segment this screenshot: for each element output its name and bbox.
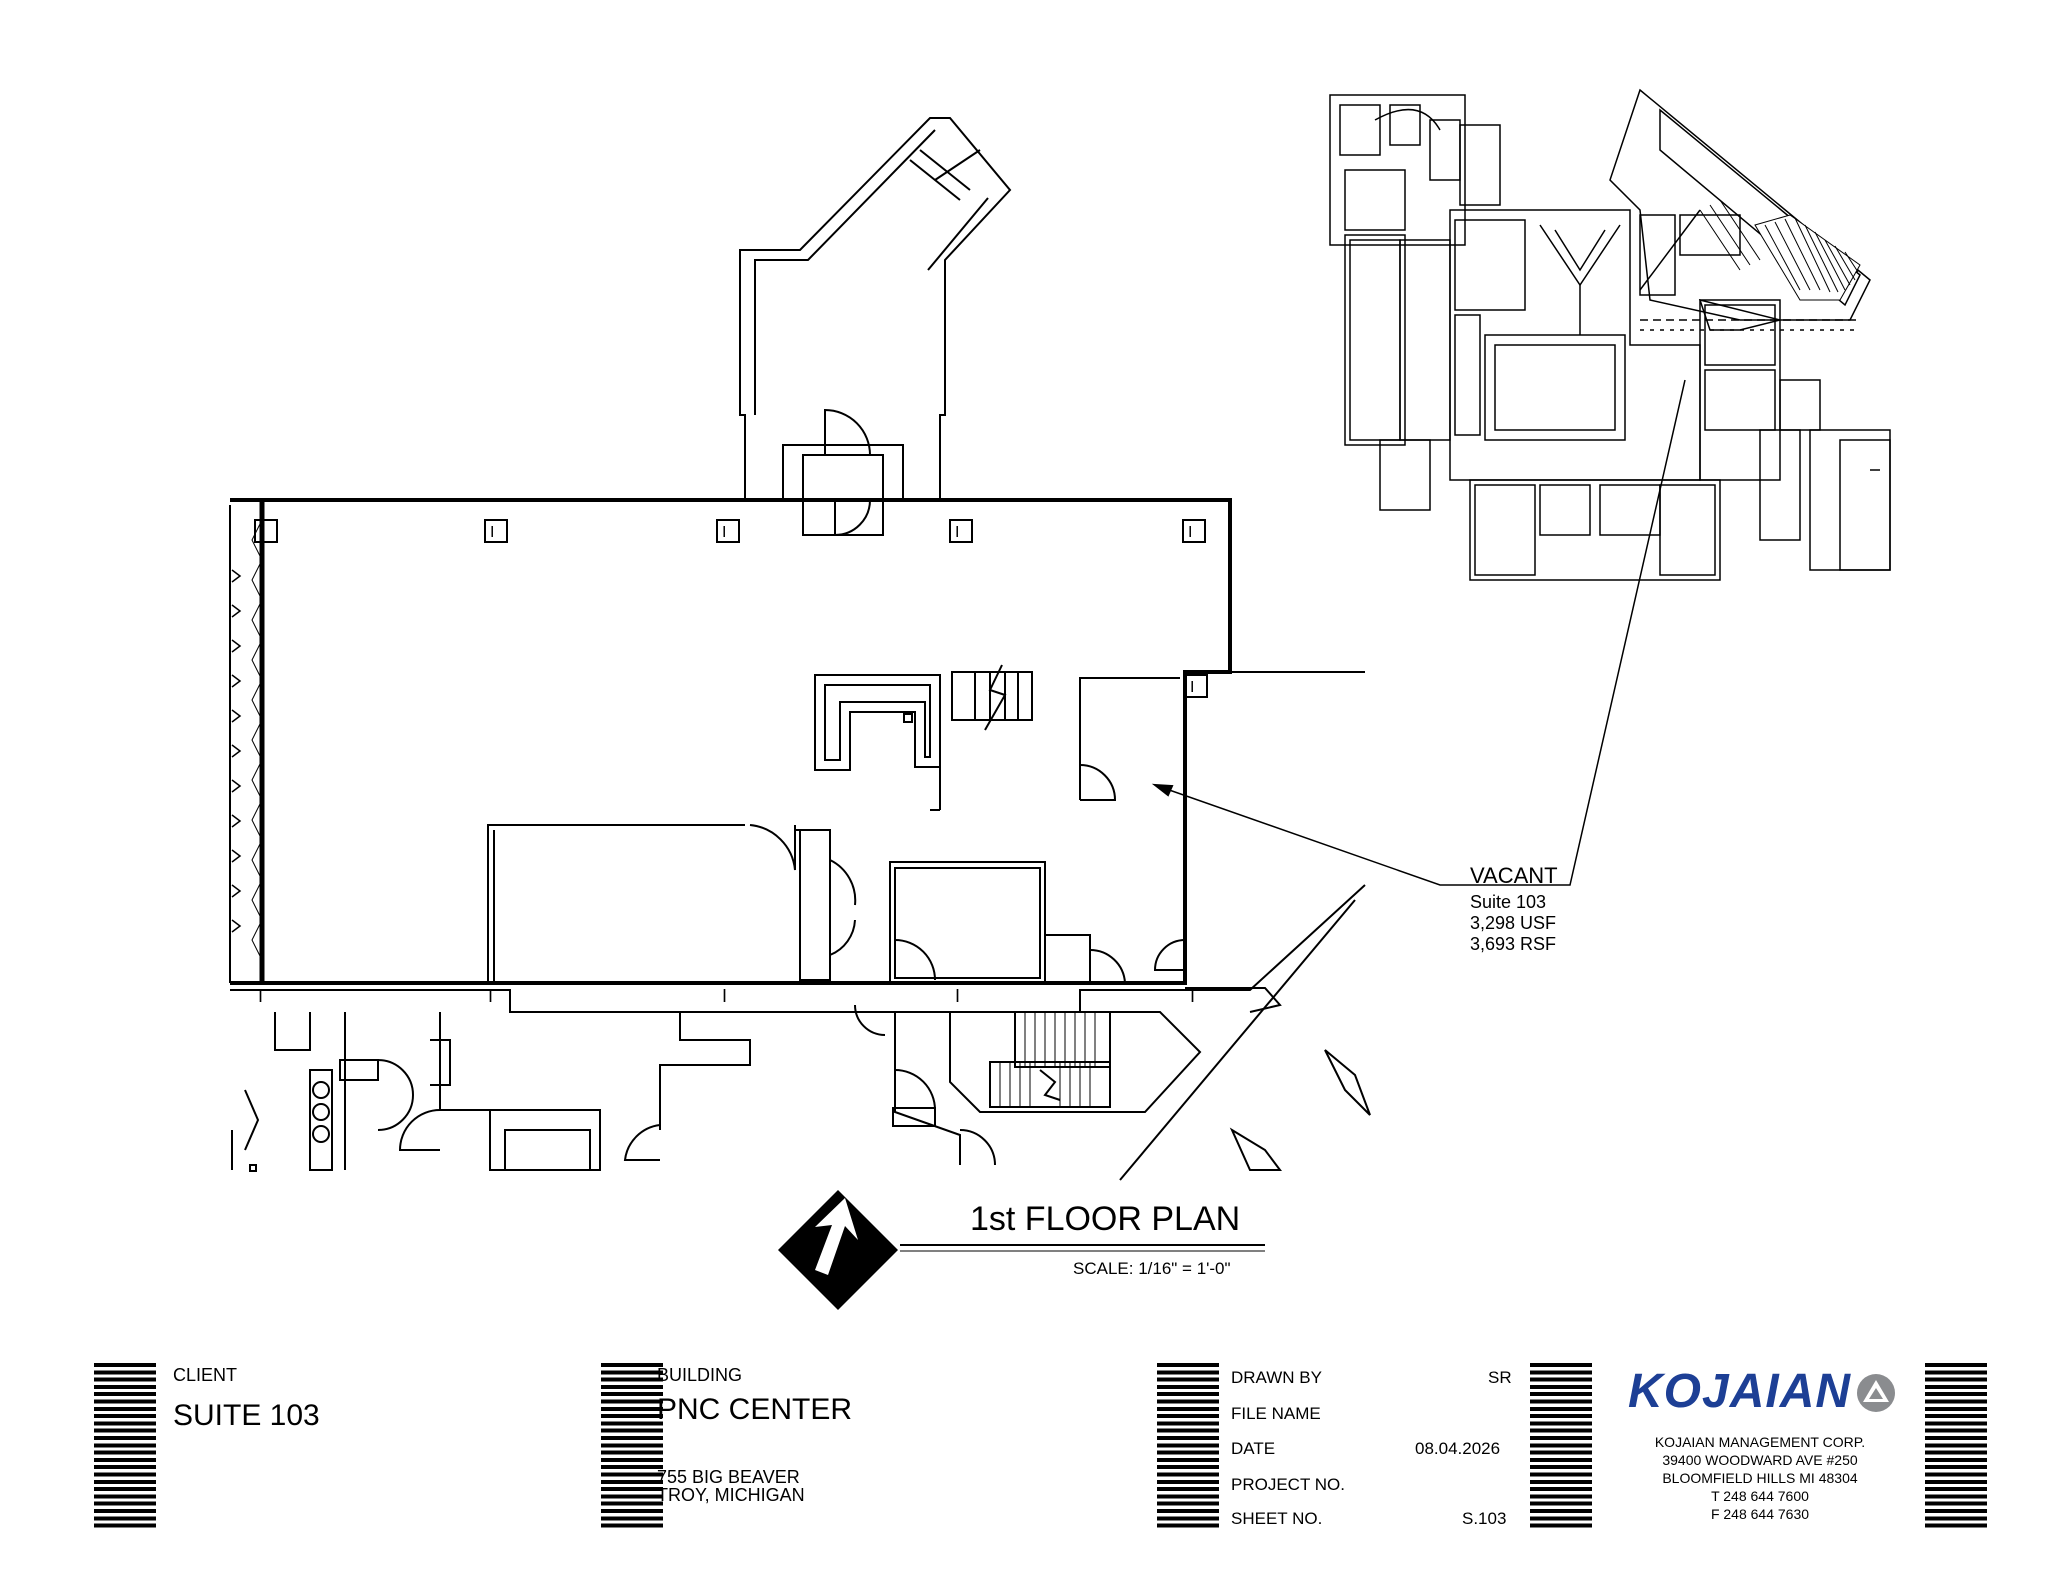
planter-2 [1229,1127,1282,1171]
callout-rsf: 3,693 RSF [1470,934,1557,954]
west-windows [231,519,263,961]
svg-text:I: I [955,524,959,541]
office-center [889,861,1046,983]
barcode-stripe [1530,1363,1592,1528]
entrance-vestibule [782,444,904,501]
project-no-label: PROJECT NO. [1231,1475,1345,1494]
svg-text:I: I [955,986,960,1006]
company-fax: F 248 644 7630 [1710,1506,1810,1522]
barcode-stripe [1925,1363,1987,1528]
plan-title: 1st FLOOR PLAN [970,1200,1241,1238]
barcode-stripe [94,1363,156,1528]
callout-suite: Suite 103 [1470,892,1547,912]
company-address1: 39400 WOODWARD AVE #250 [1662,1452,1858,1468]
company-name: KOJAIAN MANAGEMENT CORP. [1654,1434,1866,1450]
sheet-no-value: S.103 [1462,1509,1507,1528]
svg-text:I: I [722,986,727,1006]
company-address2: BLOOMFIELD HILLS MI 48304 [1662,1470,1858,1486]
storage-room [799,829,831,981]
company-logo: KOJAIAN [1628,1365,1852,1418]
callout-usf: 3,298 USF [1470,913,1557,933]
sheet-no-label: SHEET NO. [1231,1509,1323,1528]
lower-left-rooms [274,1012,311,1051]
svg-text:I: I [261,524,265,541]
stair-core [949,1011,1202,1113]
svg-text:I: I [722,524,726,541]
address-line1: 755 BIG BEAVER [657,1467,800,1487]
drawn-by-label: DRAWN BY [1231,1368,1322,1387]
date-label: DATE [1231,1439,1276,1458]
planter-1 [1324,1049,1371,1116]
company-address-block: KOJAIAN MANAGEMENT CORP. 39400 WOODWARD … [1630,1433,1890,1523]
svg-text:I: I [1190,986,1195,1006]
file-name-label: FILE NAME [1231,1404,1321,1423]
plan-scale: SCALE: 1/16" = 1'-0" [1073,1259,1231,1278]
callout-leader [1154,379,1686,886]
svg-text:I: I [1188,524,1192,541]
interior-stair [951,671,1033,721]
address-line2: TROY, MICHIGAN [657,1485,805,1505]
drawn-by-value: SR [1488,1368,1512,1387]
office-right [1079,677,1180,760]
svg-text:I: I [488,986,493,1006]
client-value: SUITE 103 [173,1399,320,1432]
structural-columns [254,519,1208,698]
svg-text:I: I [1190,679,1194,696]
reception-desk [814,674,941,771]
barcode-stripe [1157,1363,1219,1528]
conference-room [487,824,745,983]
company-phone: T 248 644 7600 [1711,1488,1809,1504]
svg-text:I: I [490,524,494,541]
canopy [739,117,1012,500]
building-value: PNC CENTER [657,1393,853,1426]
barcode-stripe [601,1363,663,1528]
date-value: 08.04.2026 [1415,1439,1501,1458]
callout-status: VACANT [1470,863,1558,888]
client-label: CLIENT [173,1365,238,1385]
building-label: BUILDING [657,1365,743,1385]
svg-text:I: I [258,986,263,1006]
